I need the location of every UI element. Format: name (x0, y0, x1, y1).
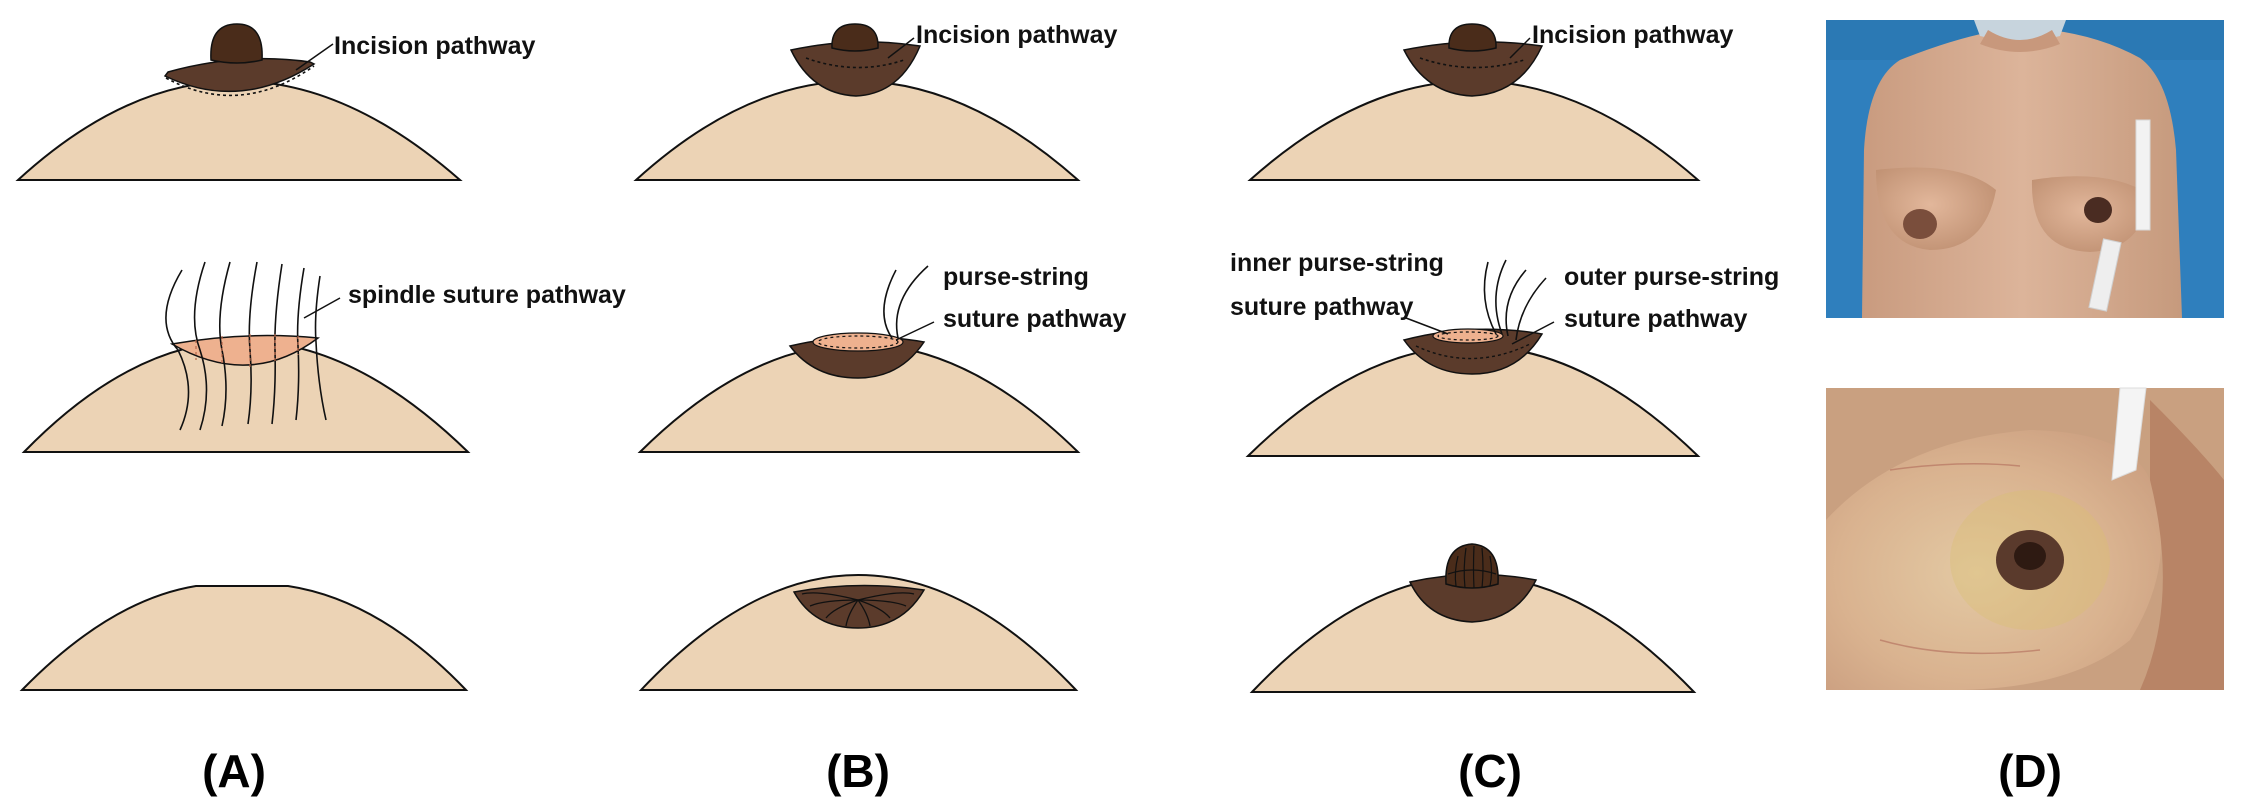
inner-purse-string-line (1437, 331, 1499, 341)
surgical-scars (1879, 463, 2041, 655)
postoperative-closeup-photo (1826, 387, 2224, 690)
outer-purse-string-line (1415, 343, 1531, 360)
inner-purse-string-label: inner purse-string (1230, 249, 1444, 277)
surgical-drain-dressing (2135, 119, 2151, 231)
nipple (210, 23, 263, 64)
breast-mound-flattened (19, 585, 469, 691)
panel-b-result (638, 574, 1079, 691)
spindle-dotted-pathway (195, 334, 299, 368)
outer-suture-pathway-label: suture pathway (1564, 305, 1747, 333)
panel-b-purse-string: purse-string suture pathway (637, 263, 1126, 453)
protruding-nipple (1445, 543, 1499, 589)
panel-c-letter: (C) (1458, 745, 1522, 797)
panel-b-letter: (B) (826, 745, 890, 797)
incision-pathway-line (805, 57, 905, 69)
label-leader (887, 37, 915, 59)
panel-a: Incision pathway spind (15, 23, 626, 797)
incision-pathway-label: Incision pathway (1532, 21, 1734, 49)
panel-c-before-incision: Incision pathway (1247, 21, 1734, 181)
breast-mound (15, 80, 463, 181)
outer-purse-string-label: outer purse-string (1564, 263, 1779, 291)
panel-c: Incision pathway inner purse-string sutu… (1230, 21, 1779, 797)
spindle-suture-pathway-label: spindle suture pathway (348, 281, 626, 309)
panel-c-double-purse-string: inner purse-string suture pathway outer … (1230, 249, 1779, 457)
panel-b: Incision pathway purse-string suture pat… (633, 21, 1126, 797)
panel-a-spindle-suture: spindle suture pathway (21, 261, 626, 453)
inner-suture-pathway-label: suture pathway (1230, 293, 1413, 321)
suture-ends (1483, 259, 1547, 341)
nipple-closeup (2014, 542, 2046, 570)
right-areola (1903, 209, 1937, 239)
spindle-wound (169, 334, 320, 366)
drain-tube (2088, 238, 2122, 312)
panel-c-result (1249, 543, 1697, 693)
panel-a-letter: (A) (202, 745, 266, 797)
neck (1980, 30, 2060, 52)
purse-string-label: purse-string (943, 263, 1089, 291)
panel-d-letter: (D) (1998, 745, 2062, 797)
label-leader (295, 43, 334, 71)
incision-pathway-label: Incision pathway (916, 21, 1118, 49)
purse-string-suture-line (817, 335, 899, 349)
panel-a-before-incision: Incision pathway (15, 23, 536, 181)
left-areola (2084, 197, 2112, 223)
postoperative-frontal-photo (1826, 20, 2224, 318)
label-leader (1509, 37, 1531, 59)
central-wound (812, 332, 904, 352)
suture-ends (883, 265, 929, 339)
breast-closeup (1826, 430, 2162, 690)
pucker-lines (801, 592, 915, 627)
suture-pathway-label: suture pathway (943, 305, 1126, 333)
incision-pathway-label: Incision pathway (334, 32, 536, 60)
inner-label-leader (1405, 317, 1449, 335)
label-leader (895, 321, 935, 341)
label-leader (303, 297, 341, 319)
panel-d: (D) (1826, 20, 2224, 797)
axilla-shadow (2140, 400, 2224, 690)
nipple (1448, 23, 1497, 52)
central-wound (1432, 328, 1504, 344)
panel-b-before-incision: Incision pathway (633, 21, 1118, 181)
drain-dressing-closeup (2111, 387, 2147, 481)
nipple-fold-lines (1447, 545, 1497, 589)
incision-pathway-line (165, 65, 315, 97)
areola (163, 57, 316, 93)
nipple (831, 23, 879, 52)
outer-label-leader (1511, 321, 1555, 345)
panel-a-result (19, 585, 469, 691)
breast-mound (638, 574, 1079, 691)
